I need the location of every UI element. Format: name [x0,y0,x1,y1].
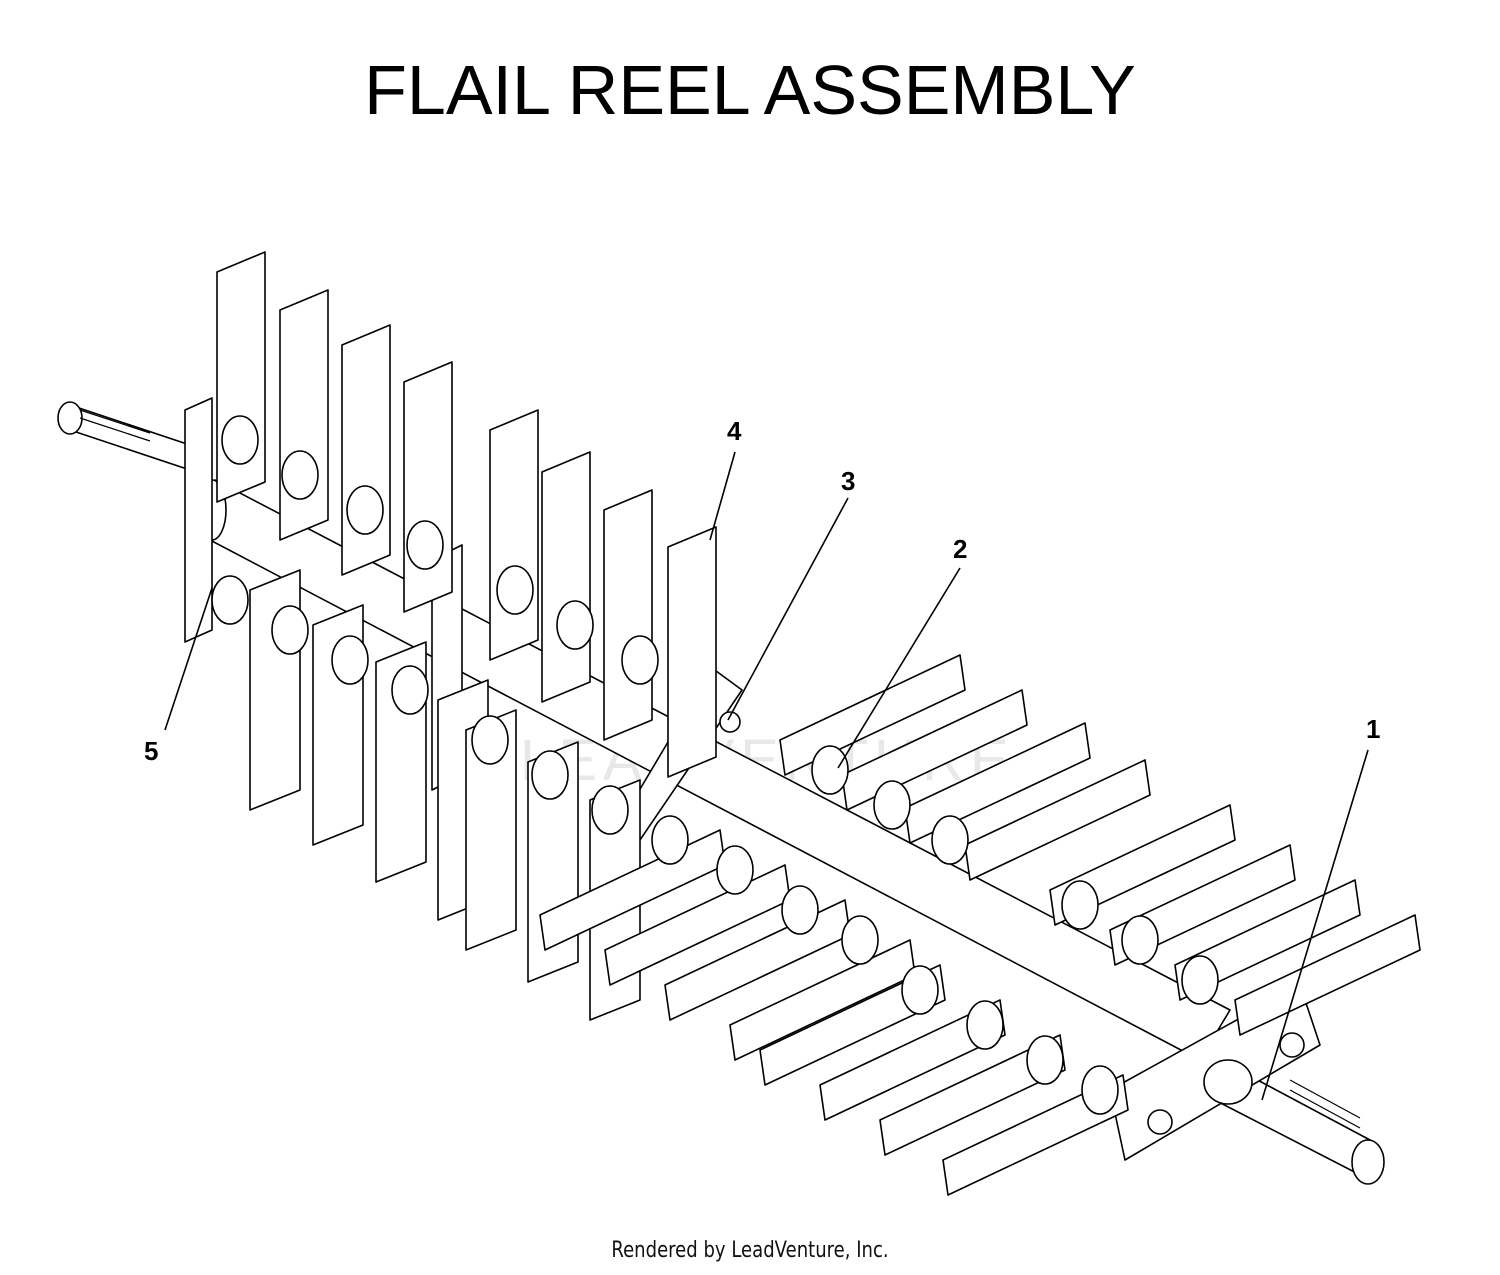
bushing-lower [841,915,879,965]
bushing-right [1081,1065,1119,1115]
bushing-lower [331,635,369,685]
flail-knife-upper [403,361,453,613]
diagram-title: FLAIL REEL ASSEMBLY [364,51,1136,129]
flail-knife-right-upper [904,722,1091,844]
bushing-right [811,745,849,795]
flail-knife-upper [279,289,329,541]
leader-line-4 [709,451,736,541]
bushing-upper [221,415,259,465]
flail-knife-upper [489,409,539,661]
bushing-upper [346,485,384,535]
flail-knife-right-upper [779,654,966,776]
bushing-upper [496,565,534,615]
bushing-lower [651,815,689,865]
flail-knife-upper [603,489,653,741]
callout-3: 3 [841,466,855,496]
right-end-plate [1109,984,1321,1161]
bushing-right [873,780,911,830]
flail-knife-right-lower [819,999,1006,1121]
flail-knife-right-upper [964,759,1151,881]
callout-2: 2 [953,534,967,564]
bushing-lower [391,665,429,715]
bushing-right [1061,880,1099,930]
leader-line-3 [727,497,849,721]
bushing-right [1181,955,1219,1005]
flail-knife-lower [465,709,517,951]
flail-knife-right-upper [841,689,1028,811]
bushing-right [966,1000,1004,1050]
left-shaft-stub [57,401,191,471]
bushing-upper [556,600,594,650]
bushing-right [901,965,939,1015]
flail-knife-upper [667,526,717,778]
flail-knife-right-upper [1234,914,1421,1036]
bushing-lower [471,715,509,765]
leader-line-5 [164,587,213,731]
bushing-upper [281,450,319,500]
bushing-right [1121,915,1159,965]
bushing-lower [716,845,754,895]
leader-line-1 [1261,749,1369,1101]
bushing-lower [211,575,249,625]
bushing-lower [781,885,819,935]
callout-1: 1 [1366,714,1380,744]
bushing-lower [531,750,569,800]
flail-knife-upper [541,451,591,703]
flail-bushings [211,415,1219,1115]
bushing-right [1026,1035,1064,1085]
left-end-plate [184,397,213,643]
flail-knife-right-lower [759,964,946,1086]
flail-knife-right-upper [1174,879,1361,1001]
footer-credit: Rendered by LeadVenture, Inc. [611,1238,889,1263]
bushing-lower [271,605,309,655]
callout-4: 4 [727,416,742,446]
bushing-right [931,815,969,865]
bushing-upper [621,635,659,685]
flail-knife-right-lower [879,1034,1066,1156]
flail-knife-upper [341,324,391,576]
bushing-upper [406,520,444,570]
callout-5: 5 [144,736,158,766]
leader-line-2 [837,567,961,769]
flail-knife-right-lower [942,1074,1129,1196]
leader-lines [164,451,1369,1101]
bushing-lower [591,785,629,835]
